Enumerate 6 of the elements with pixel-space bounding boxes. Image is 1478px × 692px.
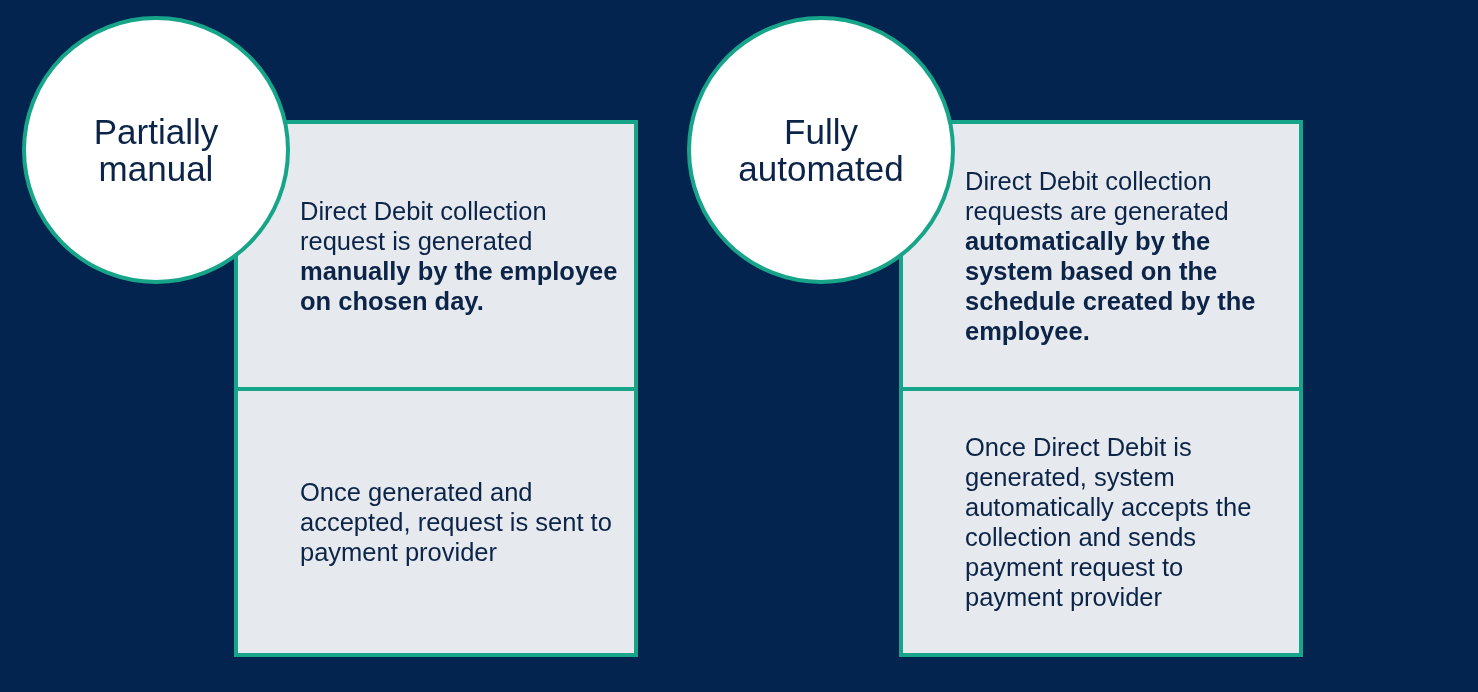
description-text: Once Direct Debit is generated, system automatically accepts the collection and sends payment request to payment provider — [965, 432, 1253, 612]
description-text: Once generated and accepted, request is sent to payment provider — [300, 477, 613, 567]
circle-label: Fully automated — [737, 113, 905, 187]
description-text: Direct Debit collection requests are generated automatically by the system based on the schedule created by the employee. — [965, 165, 1257, 346]
circle-label: Partially manual — [92, 113, 220, 187]
description-text: Direct Debit collection request is generated manually by the employee on chosen day. — [300, 195, 619, 316]
